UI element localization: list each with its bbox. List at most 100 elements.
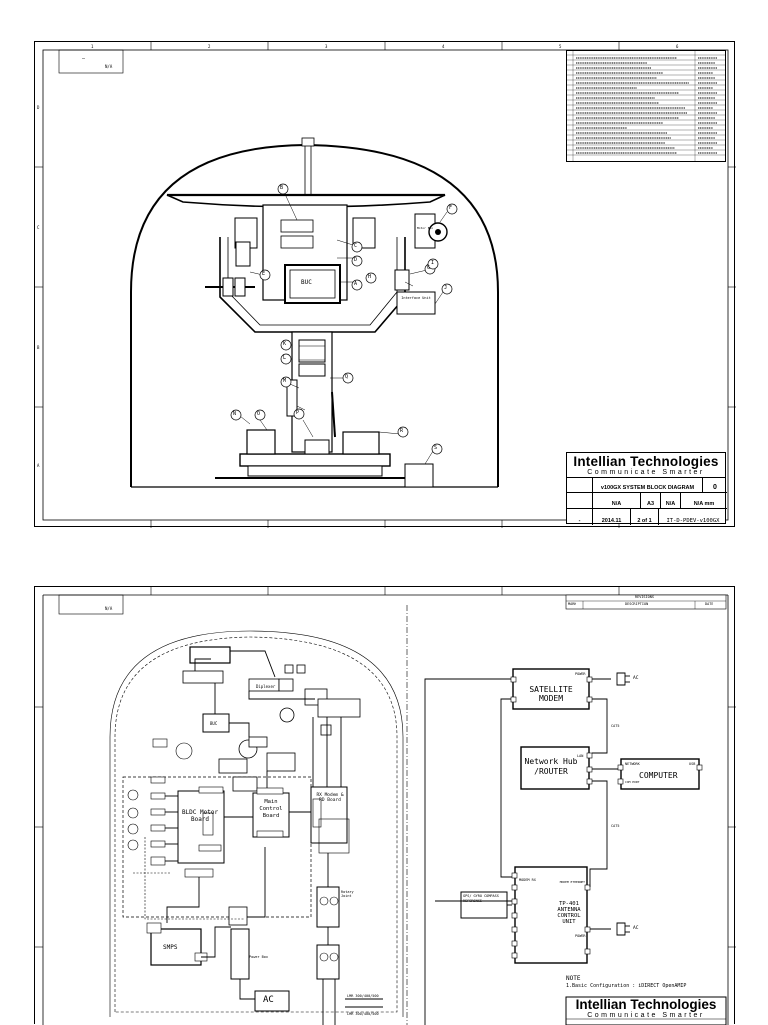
grid-number: 3 [325,44,328,49]
tb-cell-date: 2014.11 [593,509,631,525]
callout-c: C [354,243,358,249]
ac-plug-icons [616,672,630,936]
callout-h: H [368,274,372,280]
computer-label: COMPUTER [639,771,678,780]
cat5-label-1: CAT5 [611,724,620,728]
motor-box-label: Motor Box [416,226,434,230]
sheet1-corner-dash: – [82,56,86,62]
callout-p: P [296,410,300,416]
callout-s: S [434,445,438,451]
tb-cell-sheet: 2 of 1 [631,509,659,525]
hub-lan-label: LAN [577,754,584,758]
callout-l: L [283,355,287,361]
drawing-rev: 0 [713,484,717,491]
rev-col-date: DATE [705,602,714,606]
parts-list-table [566,50,726,162]
computer-com-port-label: COM PORT [625,780,640,784]
callout-d: D [354,257,358,263]
drawing-unit: N/A mm [693,501,715,507]
ac-label-acu: AC [633,926,639,931]
callout-k: K [283,341,287,347]
drawing-number: IT-D-PDEV-v100GX [666,518,720,524]
modem-power-port-label: POWER [575,672,586,676]
tb-cell-unit: N/A mm [681,493,727,509]
brand-name: Intellian Technologies [573,454,719,469]
sheet1-corner-note: N/A [105,64,113,69]
ac-label-modem: AC [633,676,639,681]
callout-i: I [431,260,435,266]
cat5-label-2: CAT5 [611,824,620,828]
acu-modem-rx-label: MODEM RX [519,878,536,882]
diplexer-label: Diplexer [256,684,276,689]
gps-gyro-reference-label: GPS/ GYRO COMPASS REFERENCE [463,894,499,903]
tb-cell-size: A3 [641,493,661,509]
callout-b: B [280,185,284,191]
tb-cell-scale: N/A [661,493,681,509]
grid-letter: A [37,463,40,468]
acu-power-port-label: POWER [575,934,586,938]
interface-unit-label: Interface Unit [401,296,431,300]
sheet-number: 2 of 1 [637,518,652,524]
ac-block-label: AC [263,995,274,1005]
callout-r: R [400,428,404,434]
callout-e: E [262,271,266,277]
grid-number: 5 [559,44,562,49]
main-control-board-label: Main Control Board [259,799,283,819]
drawing-sheet-1: – N/A 1 2 3 4 5 6 D C B A BUC Interface … [34,41,736,528]
computer-usb-port-label: USB [689,762,696,766]
drawing-sheet-2: N/A REVISIONS MARK DESCRIPTION DATE Dipl… [34,586,736,1025]
rx-modem-board-label: RX Modem & RD Board [316,793,344,803]
drawing-date: 2014.11 [601,518,622,524]
tb-cell-title: v100GX SYSTEM BLOCK DIAGRAM [593,477,703,493]
rev-col-mark: MARK [568,602,577,606]
satellite-modem-label: SATELLITE MODEM [529,685,573,703]
rotary-joint-label: Rotary Joint [341,890,354,898]
callout-j: J [444,285,448,291]
title-block: Intellian Technologies Communicate Smart… [566,452,727,525]
grid-number: 6 [676,44,679,49]
title-block-logo: Intellian Technologies Communicate Smart… [567,453,725,478]
grid-number: 4 [442,44,445,49]
note-title: NOTE [566,975,581,982]
callout-f: F [449,205,453,211]
cable-label-1: LMR 300/400/500 [347,994,379,998]
grid-letter: C [37,225,40,230]
sheet2-brand-slogan: Communicate Smarter [587,1012,705,1019]
drawn-by: - [578,518,581,524]
acu-label: TP-401 ANTENNA CONTROL UNIT [557,901,581,925]
revisions-header: REVISIONS [635,595,654,599]
sheet-size: A3 [646,501,655,507]
callout-n: N [233,411,237,417]
callout-m: M [283,378,287,384]
buc-label: BUC [301,279,312,286]
tb-cell-dwg-no: IT-D-PDEV-v100GX [659,509,727,525]
bldc-motor-board-label: BLDC Motor Board [181,809,219,823]
tb-cell-drawn: - [567,509,593,525]
tb-cell-blank [567,477,593,493]
buc-block-label: BUC [210,721,218,726]
acu-modem-ethernet-label: MODEM ETHERNET [559,880,585,884]
sheet2-title-logo: Intellian Technologies Communicate Smart… [566,997,726,1020]
size-code: N/A [611,501,622,507]
callout-g: G [427,265,431,271]
grid-letter: B [37,345,40,350]
computer-network-port-label: NETWORK [625,762,640,766]
brand-slogan: Communicate Smarter [587,469,705,476]
grid-letter: D [37,105,40,110]
rev-col-description: DESCRIPTION [625,602,649,606]
callout-a: A [354,281,358,287]
callout-circles [230,183,458,455]
grid-number: 1 [91,44,94,49]
sheet2-drawing [35,587,736,1025]
network-hub-label: Network Hub /ROUTER [524,757,578,776]
cable-label-2: LMR 300/400/500 [347,1012,379,1016]
parts-list-lines [567,51,725,161]
callout-q: Q [345,374,349,380]
drawing-scale: N/A [665,501,676,507]
tb-cell-rev: 0 [703,477,727,493]
grid-number: 2 [208,44,211,49]
callout-o: O [257,411,261,417]
sheet2-brand-name: Intellian Technologies [575,997,717,1012]
power-box-label: Power Box [249,955,268,959]
sheet1-drawing [35,42,736,528]
